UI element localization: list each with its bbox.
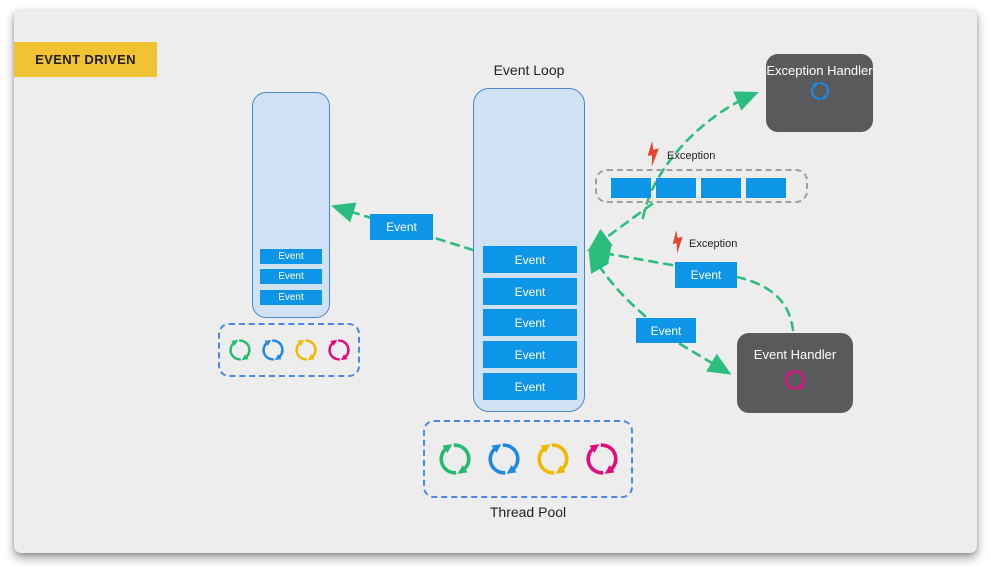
queue-event-cell	[701, 178, 741, 198]
queue-event-cell	[611, 178, 651, 198]
worker-queue-panel: Event Event Event	[252, 92, 330, 318]
refresh-loop-icon	[810, 82, 829, 100]
event-loop-title: Event Loop	[493, 62, 565, 78]
worker-event-box: Event	[260, 269, 322, 284]
refresh-loop-icon	[228, 339, 251, 361]
loop-event-box: Event	[483, 278, 577, 305]
worker-event-box: Event	[260, 290, 322, 305]
worker-thread-pool	[218, 323, 360, 377]
loop-event-box: Event	[483, 309, 577, 336]
event-to-worker-box: Event	[370, 214, 433, 240]
refresh-loop-icon	[487, 443, 520, 475]
event-from-source-box: Event	[675, 262, 737, 288]
arrow-loop-to-worker	[331, 202, 475, 252]
event-handler-label: Event Handler	[753, 347, 837, 362]
slide-canvas: EVENT DRIVEN Event Event Event Event Eve…	[14, 10, 977, 553]
refresh-loop-icon	[536, 443, 569, 475]
flow-arrows	[331, 91, 795, 375]
event-handler-box: Event Handler	[737, 333, 853, 413]
incoming-event-queue	[595, 169, 808, 203]
exception-label-middle: Exception	[689, 238, 738, 250]
exception-label-top: Exception	[667, 150, 716, 162]
refresh-loop-icon	[809, 80, 831, 102]
refresh-loop-icon	[261, 339, 284, 361]
loop-event-box: Event	[483, 373, 577, 400]
thread-pool-label: Thread Pool	[489, 504, 567, 520]
loop-event-box: Event	[483, 246, 577, 273]
lightning-bolt-icon	[647, 141, 659, 167]
event-to-handler-box: Event	[636, 318, 696, 343]
arrow-event1-to-loop	[586, 243, 674, 267]
refresh-loop-icon	[783, 368, 807, 392]
refresh-loop-icon	[294, 339, 317, 361]
refresh-loop-icon	[585, 443, 618, 475]
loop-event-box: Event	[483, 341, 577, 368]
worker-event-box: Event	[260, 249, 322, 264]
event-loop-panel: Event Event Event Event Event	[473, 88, 585, 412]
exception-handler-label: Exception Handler	[766, 63, 873, 78]
refresh-loop-icon	[438, 443, 471, 475]
arrow-event2-to-loop	[588, 248, 647, 318]
thread-pool	[423, 420, 633, 498]
arrow-queue-to-loop	[587, 202, 654, 252]
lightning-bolt-icon	[672, 230, 683, 254]
arrow-exception-to-exception-handler	[641, 91, 759, 220]
refresh-loop-icon	[785, 370, 805, 390]
event-driven-badge: EVENT DRIVEN	[14, 42, 157, 77]
exception-handler-box: Exception Handler	[766, 54, 873, 132]
refresh-loop-icon	[327, 339, 350, 361]
arrow-event1-to-event-handler	[735, 275, 795, 332]
queue-event-cell	[656, 178, 696, 198]
arrow-event2-to-event-handler	[678, 342, 732, 375]
queue-event-cell	[746, 178, 786, 198]
